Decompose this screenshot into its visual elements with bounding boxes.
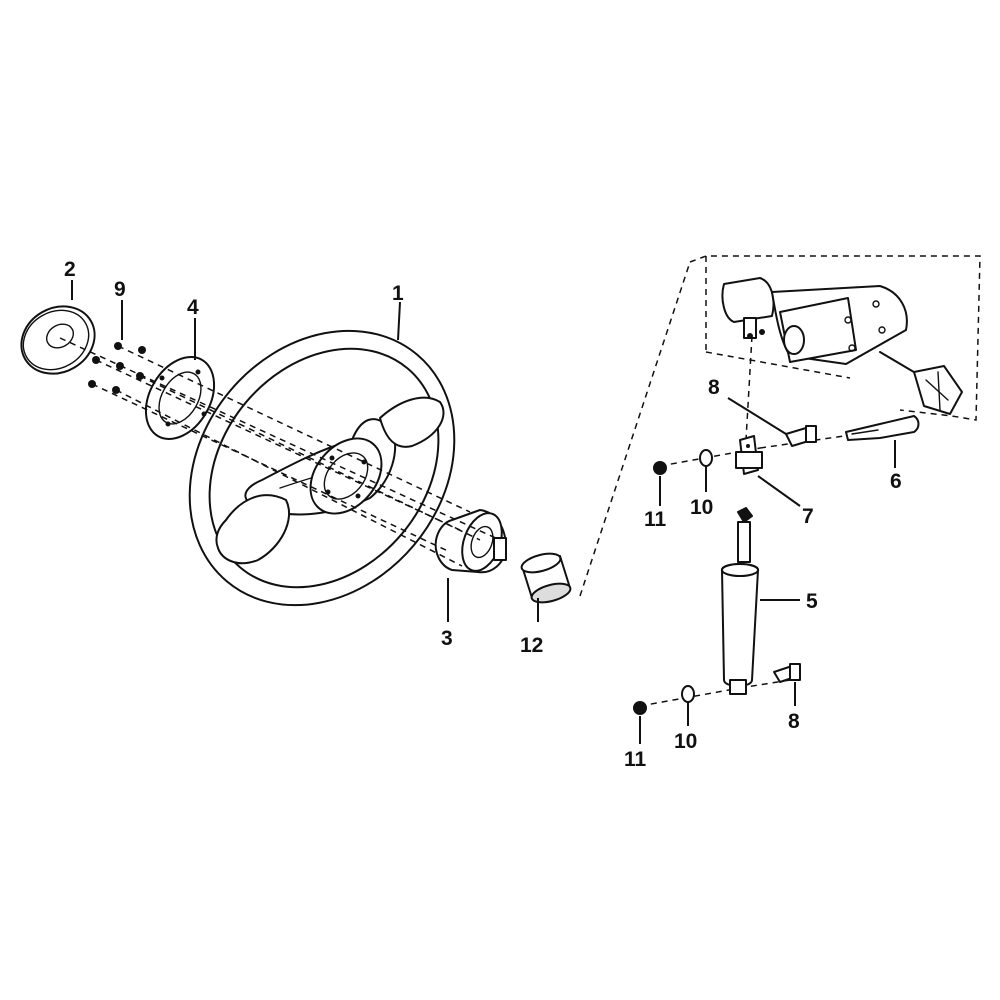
leader-lines: [71, 280, 896, 744]
lower-washer-and-nut: [633, 685, 695, 715]
label-part-6: 6: [890, 470, 902, 493]
label-part-11-lower: 11: [624, 748, 647, 771]
label-part-9: 9: [114, 278, 126, 301]
label-part-4: 4: [187, 296, 199, 319]
label-part-2: 2: [64, 258, 76, 281]
label-part-11-upper: 11: [644, 508, 667, 531]
part-12-collar: [520, 552, 572, 604]
part-2-center-cap: [20, 305, 96, 375]
label-part-5: 5: [806, 590, 818, 613]
steering-column-inset: [689, 255, 981, 421]
label-part-8-lower: 8: [788, 710, 800, 733]
part-8-lower-bolt: [773, 663, 801, 683]
part-4-mounting-plate: [144, 356, 216, 440]
part-8-upper-bolt: [785, 425, 817, 447]
label-part-7: 7: [802, 505, 814, 528]
part-3-hub-adapter: [434, 509, 507, 574]
label-part-10-upper: 10: [690, 496, 713, 519]
callout-labels: 1 2 3 4 5 6 7 8 8 9 10 10 11 11 12: [64, 258, 902, 771]
part-7-bracket: [735, 435, 763, 475]
part-5-damper: [721, 507, 759, 695]
assembly-axis-lines: [59, 261, 901, 707]
part-1-steering-wheel: [188, 329, 456, 607]
label-part-1: 1: [392, 282, 404, 305]
part-6-key: [845, 415, 920, 441]
label-part-10-lower: 10: [674, 730, 697, 753]
label-part-3: 3: [441, 627, 453, 650]
label-part-8-upper: 8: [708, 376, 720, 399]
label-part-12: 12: [520, 634, 543, 657]
